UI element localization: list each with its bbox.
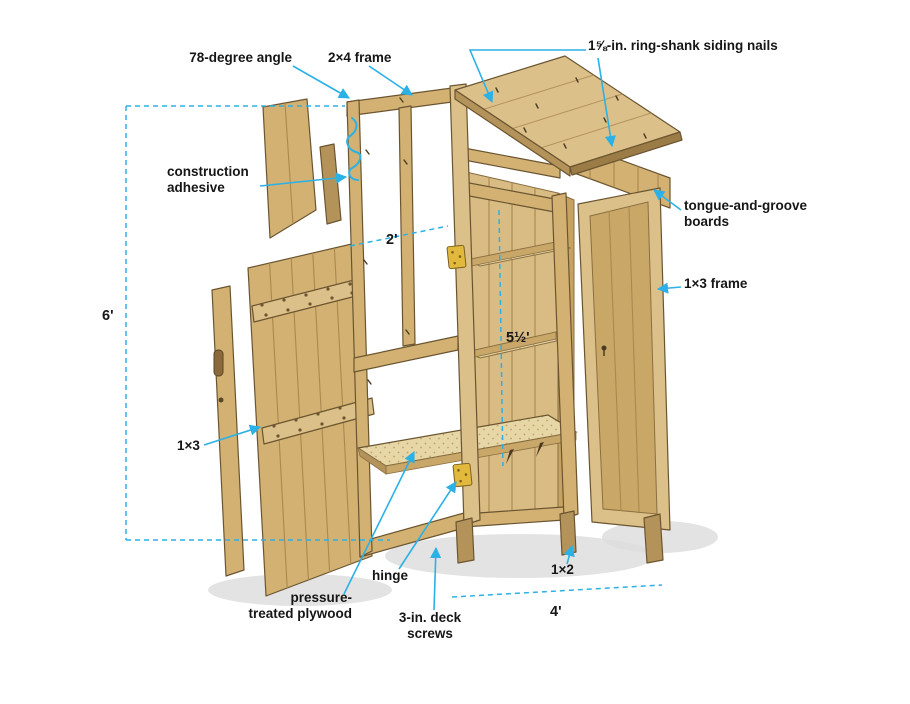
front-left-post — [449, 83, 481, 526]
roof-front-edge — [454, 89, 571, 177]
door-batten-lower — [261, 397, 375, 445]
frame-rear-stud — [346, 99, 373, 558]
leader-78-angle — [292, 65, 350, 99]
leader-1x3-frame — [656, 282, 682, 294]
front-right-leg-1x2 — [559, 510, 577, 556]
hinge-hardware — [446, 244, 473, 488]
frame-screw-marks — [363, 97, 410, 385]
door-handle — [213, 349, 224, 377]
door-keyhole — [601, 345, 607, 351]
frame-center-stud — [398, 105, 416, 347]
label-deck-screws: 3-in. deck screws — [398, 610, 462, 641]
dim-line-interior-height — [498, 209, 504, 467]
roof-nail-marks — [495, 77, 647, 149]
leader-lines — [203, 49, 682, 611]
label-1x3-batten: 1×3 — [177, 438, 200, 453]
label-tongue-and-groove-boards: tongue-and-groove boards — [684, 198, 807, 229]
dim-height-6ft: 6' — [102, 308, 114, 324]
front-left-leg — [455, 517, 475, 564]
leader-adhesive — [259, 172, 348, 187]
dim-depth-2ft: 2' — [386, 232, 398, 248]
label-2x4-frame: 2×4 frame — [328, 50, 392, 65]
label-construction-adhesive: construction adhesive — [167, 164, 249, 195]
dim-line-depth — [349, 225, 449, 247]
leader-tongue-groove — [653, 189, 682, 211]
roof-panel — [454, 55, 683, 177]
label-1x3-frame: 1×3 frame — [684, 276, 748, 291]
front-right-post — [551, 192, 579, 520]
label-1x2: 1×2 — [551, 562, 574, 577]
leader-deck-screws — [430, 546, 442, 611]
label-siding-nails: 1⅝-in. ring-shank siding nails — [588, 38, 778, 53]
ground-shadows — [208, 521, 718, 606]
right-rear-leg — [643, 513, 664, 564]
door-latch — [218, 397, 224, 403]
door-stile-1x3 — [211, 285, 245, 577]
leader-nails-a — [468, 49, 586, 104]
leader-nails-b — [597, 57, 616, 148]
hinge-lower — [452, 462, 473, 488]
leader-hinge — [398, 481, 457, 570]
dim-interior-5-5ft: 5½' — [506, 330, 530, 346]
left-wall-frame — [346, 87, 465, 558]
label-pressure-treated-plywood: pressure- treated plywood — [248, 590, 352, 621]
leader-2x4-frame — [368, 65, 413, 96]
dim-line-width — [451, 584, 663, 598]
leader-plywood — [343, 450, 415, 595]
left-door — [211, 242, 375, 597]
screw-tip — [536, 442, 544, 457]
dim-width-4ft: 4' — [550, 604, 562, 620]
right-door-panel — [589, 201, 658, 515]
dimension-lines — [125, 105, 663, 598]
label-hinge: hinge — [372, 568, 408, 583]
siding-board-narrow — [319, 143, 342, 225]
leader-1x3-batten — [203, 424, 262, 446]
hinge-upper — [446, 244, 467, 270]
roof-side-edge — [569, 131, 683, 176]
right-door — [577, 187, 671, 564]
front-structure — [449, 83, 579, 564]
label-78-degree-angle: 78-degree angle — [189, 50, 292, 65]
screw-tip — [506, 449, 514, 464]
leader-1x2 — [563, 544, 575, 565]
siding-boards — [262, 98, 342, 239]
adhesive-bead — [346, 117, 362, 181]
